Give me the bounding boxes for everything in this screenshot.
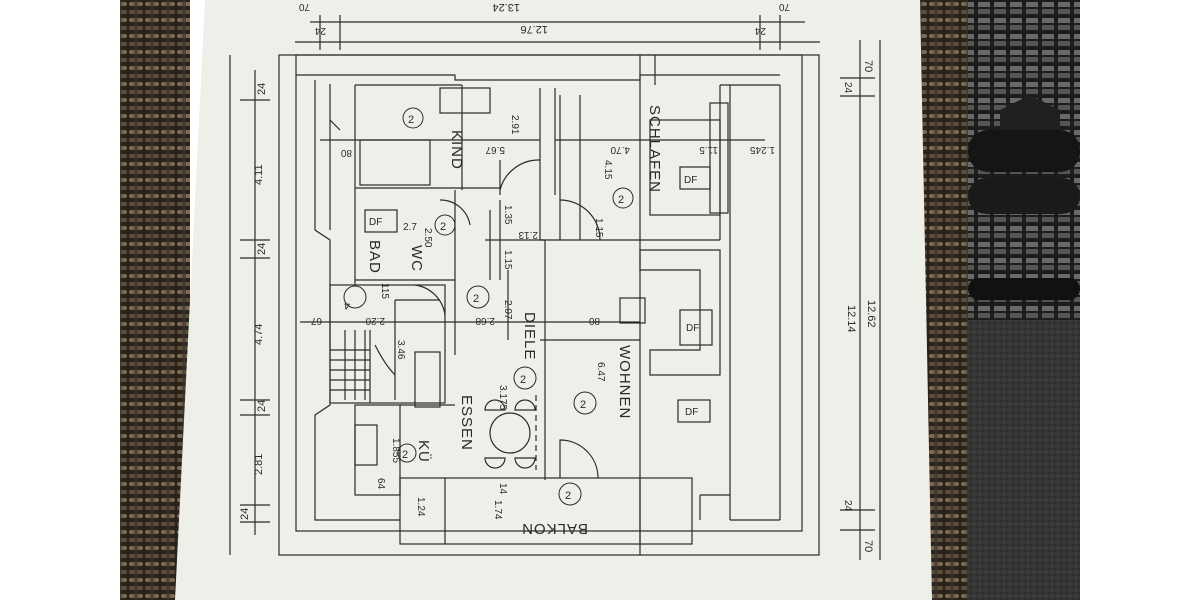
room-number-schlafen: 2 [618,194,624,206]
room-kind: KIND 2 5.67 2.91 80 [340,107,520,170]
dim-total-outer: 13.24 [492,1,520,13]
dim-left-0: 24 [256,83,268,95]
dim-right-1: 24 [842,82,853,94]
dim-treppe-1: 3.46 [395,340,406,360]
dim-diele-2: 80 [588,315,600,326]
room-diele: DIELE 2 2.68 2.07 80 [466,285,600,360]
room-bad: BAD DF 2.50 2.7 [366,217,433,274]
dim-left-edge: 70 [298,1,310,12]
room-name-kind: KIND [448,130,465,170]
room-wc: WC [408,245,425,272]
carpet [968,320,1080,600]
dim-right-0: 70 [862,60,874,72]
room-name-essen: ESSEN [458,395,475,451]
top-dimensions: 13.24 12.76 24 24 70 70 [298,1,790,36]
woven-mat-left [120,0,190,600]
dim-treppe-0: 2.20 [365,315,385,326]
dim-bad-1: 2.50 [422,228,433,248]
room-number-kind: 2 [408,114,414,126]
dim-schlafen-1: 4.15 [602,160,613,180]
room-number-kueche: 2 [402,449,408,461]
dim-right-4: 24 [842,500,853,512]
room-treppe: 4 2.20 3.46 67 115 [310,283,406,360]
room-name-balkon: BALKON [521,520,588,537]
room-balkon: BALKON 2 1.74 14 1.24 [415,482,588,537]
room-essen: ESSEN 2 3.175 [458,366,537,451]
dim-kind-2: 80 [340,147,352,158]
paper-sheet [175,0,932,600]
dim-left-5: 2.81 [253,454,265,475]
room-name-wc: WC [408,245,425,272]
dim-wohnen-2: DF [685,407,698,418]
dim-flur-0: 1.35 [502,205,513,225]
room-kueche: KÜ 2 1.855 64 [375,438,433,490]
room-name-diele: DIELE [521,312,538,360]
dim-treppe-2: 67 [310,315,322,326]
room-name-wohnen: WOHNEN [616,345,633,419]
dim-left-wall: 24 [314,25,326,36]
plan-drawing [229,15,881,560]
right-dimensions: 70 24 12.14 12.62 24 70 [842,60,877,552]
dim-schlafen-4: DF [684,175,697,186]
dim-diele-1: 2.07 [502,300,513,320]
room-wohnen: WOHNEN 2 6.47 DF DF [573,323,699,419]
dim-schlafen-3: 1.245 [750,144,775,155]
dim-essen-0: 3.175 [497,385,508,410]
dim-wohnen-0: 6.47 [595,362,606,382]
dim-schlafen-2: 11.5 [699,144,718,155]
dim-total-inner: 12.76 [520,23,548,35]
dim-wohnen-1: DF [686,323,699,334]
dim-kueche-1: 64 [375,478,386,490]
dim-balkon-2: 1.24 [415,497,426,517]
room-number-treppe: 4 [344,299,350,311]
left-white-margin [0,0,120,600]
dim-right-wall: 24 [754,25,766,36]
dim-left-6: 24 [239,508,251,520]
dim-kind-1: 2.91 [509,115,520,135]
dim-flur-1: 1.15 [502,250,513,270]
black-hoses [968,95,1080,300]
dim-schlafen-0: 4.70 [610,144,630,155]
room-schlafen: SCHLAFEN 2 4.70 4.15 11.5 1.245 DF [602,105,775,209]
left-dimensions: 24 4.11 24 4.74 24 2.81 24 [239,83,268,520]
room-number-flur: 2 [440,221,446,233]
room-number-diele: 2 [473,293,479,305]
room-name-schlafen: SCHLAFEN [646,105,663,193]
dim-kueche-0: 1.855 [390,438,401,463]
dim-right-edge: 70 [778,1,790,12]
dim-right-2: 12.14 [845,305,857,333]
dim-balkon-1: 14 [497,483,508,495]
right-white-margin [1080,0,1200,600]
dim-diele-0: 2.68 [475,315,495,326]
dim-left-2: 24 [256,243,268,255]
dim-flur-2: 2.13 [518,229,538,240]
room-name-kueche: KÜ [415,440,433,463]
dim-balkon-0: 1.74 [492,500,503,520]
dim-left-1: 4.11 [253,164,265,185]
dim-left-3: 4.74 [253,324,265,345]
dim-flur-3: 1.15 [593,218,604,238]
dim-kind-0: 5.67 [485,144,505,155]
dim-right-3: 12.62 [865,300,877,328]
room-number-wohnen: 2 [580,399,586,411]
dim-treppe-3: 115 [379,283,390,299]
room-flur: 2 1.35 1.15 2.13 1.15 [434,205,604,270]
room-number-balkon: 2 [565,490,571,502]
dim-right-5: 70 [862,540,874,552]
dim-bad-0: DF [369,217,382,228]
room-number-essen: 2 [520,374,526,386]
dim-left-4: 24 [256,400,268,412]
dim-bad-2: 2.7 [403,222,417,233]
room-name-bad: BAD [366,240,383,274]
